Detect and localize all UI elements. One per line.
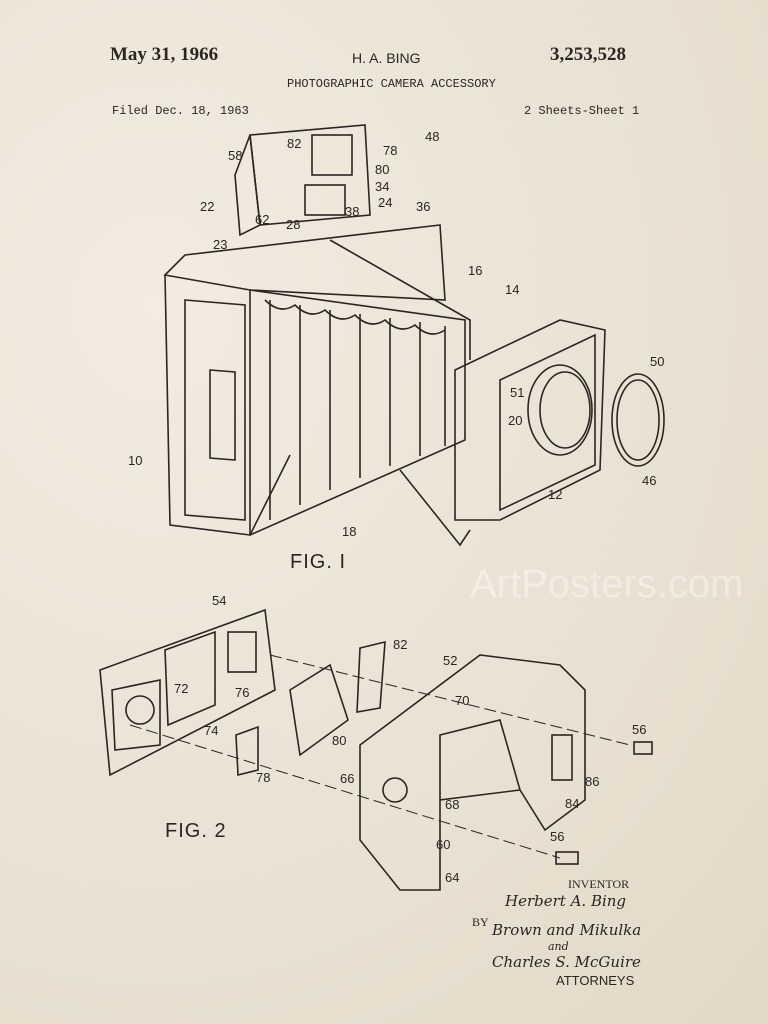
ref-label: 12 xyxy=(548,487,563,502)
fig2-exploded-parts xyxy=(99,608,653,891)
ref-label: 86 xyxy=(585,774,600,789)
fig1-caption: FIG. I xyxy=(290,551,346,573)
ref-label: 16 xyxy=(468,263,483,278)
ref-label: 46 xyxy=(642,473,657,488)
ref-label: 20 xyxy=(508,413,523,428)
ref-label: 48 xyxy=(425,129,440,144)
inventor-label: INVENTOR xyxy=(568,877,630,891)
ref-label: 51 xyxy=(510,385,525,400)
ref-label: 76 xyxy=(235,685,250,700)
ref-label: 23 xyxy=(213,237,228,252)
ref-label: 36 xyxy=(416,199,431,214)
ref-label: 50 xyxy=(650,354,665,369)
ref-label: 84 xyxy=(565,796,580,811)
ref-label: 10 xyxy=(128,453,143,468)
ref-label: 68 xyxy=(445,797,460,812)
ref-label: 18 xyxy=(342,524,357,539)
attorney-signature-2: Charles S. McGuire xyxy=(492,953,641,971)
ref-label: 60 xyxy=(436,837,451,852)
ref-label: 80 xyxy=(332,733,347,748)
by-label: BY xyxy=(472,915,489,929)
inventor-signature: Herbert A. Bing xyxy=(505,892,627,910)
patent-number: 3,253,528 xyxy=(550,44,626,65)
ref-label: 82 xyxy=(393,637,408,652)
fig2-caption: FIG. 2 xyxy=(165,820,227,842)
ref-label: 56 xyxy=(632,722,647,737)
fig1-camera xyxy=(163,124,665,547)
filed-date: Filed Dec. 18, 1963 xyxy=(112,104,249,118)
ref-label: 66 xyxy=(340,771,355,786)
and-label: and xyxy=(548,940,569,953)
ref-label: 52 xyxy=(443,653,458,668)
ref-label: 22 xyxy=(200,199,215,214)
ref-label: 56 xyxy=(550,829,565,844)
ref-label: 70 xyxy=(455,693,470,708)
ref-label: 24 xyxy=(378,195,393,210)
sheet-count: 2 Sheets-Sheet 1 xyxy=(524,104,640,118)
ref-label: 14 xyxy=(505,282,520,297)
patent-date: May 31, 1966 xyxy=(110,44,219,65)
ref-label: 62 xyxy=(255,212,270,227)
patent-title: PHOTOGRAPHIC CAMERA ACCESSORY xyxy=(287,77,496,91)
ref-label: 64 xyxy=(445,870,460,885)
ref-label: 80 xyxy=(375,162,390,177)
ref-label: 28 xyxy=(286,217,301,232)
ref-label: 54 xyxy=(212,593,227,608)
ref-label: 72 xyxy=(174,681,189,696)
inventor-name: H. A. BING xyxy=(352,50,421,66)
ref-label: 78 xyxy=(383,143,398,158)
ref-label: 34 xyxy=(375,179,390,194)
ref-label: 82 xyxy=(287,136,302,151)
ref-label: 74 xyxy=(204,723,219,738)
watermark-text: ArtPosters.com xyxy=(470,562,744,606)
attorney-signature-1: Brown and Mikulka xyxy=(492,921,642,939)
ref-label: 78 xyxy=(256,770,271,785)
attorneys-label: ATTORNEYS xyxy=(556,973,635,988)
ref-label: 58 xyxy=(228,148,243,163)
ref-label: 38 xyxy=(345,204,360,219)
